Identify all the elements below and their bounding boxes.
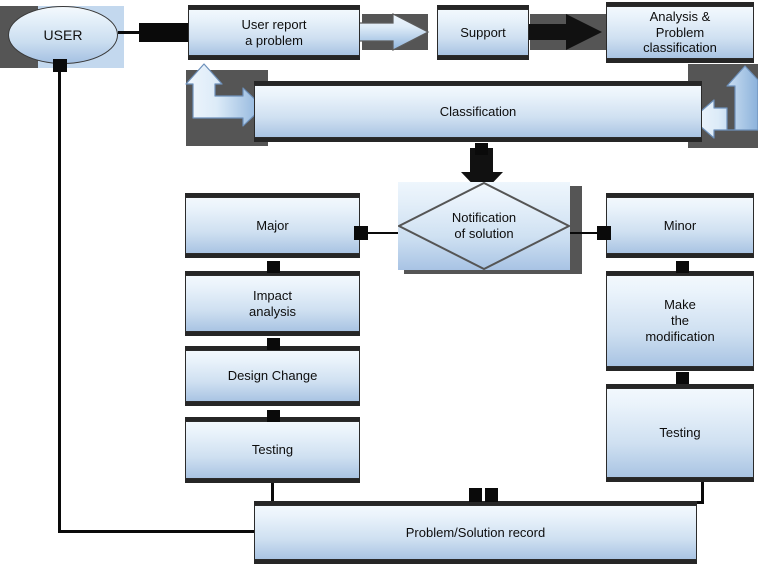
line-testing-right-down bbox=[701, 478, 704, 504]
line-notification-to-major bbox=[358, 232, 408, 234]
line-user-down bbox=[58, 66, 61, 533]
knob-record-input-right bbox=[485, 488, 498, 502]
node-minor-label: Minor bbox=[663, 217, 697, 233]
node-design-change-label: Design Change bbox=[227, 368, 318, 384]
node-design-change[interactable]: Design Change bbox=[185, 346, 360, 406]
knob-record-input-left bbox=[469, 488, 482, 502]
knob-classification-bottom bbox=[475, 143, 488, 155]
knob-major-to-impact bbox=[267, 261, 280, 273]
node-testing-right[interactable]: Testing bbox=[606, 384, 754, 482]
node-analysis[interactable]: Analysis & Problem classification bbox=[606, 2, 754, 63]
line-notification-to-minor bbox=[566, 232, 612, 234]
node-make-modification[interactable]: Make the modification bbox=[606, 271, 754, 371]
node-impact-analysis-label: Impact analysis bbox=[249, 287, 296, 319]
knob-design-to-testing bbox=[267, 410, 280, 422]
user-report-to-support-shadow bbox=[362, 14, 428, 50]
node-user[interactable]: USER bbox=[8, 6, 118, 64]
node-support[interactable]: Support bbox=[437, 5, 529, 60]
node-problem-solution-record[interactable]: Problem/Solution record bbox=[254, 501, 697, 564]
node-minor[interactable]: Minor bbox=[606, 193, 754, 258]
node-make-modification-label: Make the modification bbox=[645, 297, 715, 344]
knob-minor-to-make-modification bbox=[676, 261, 689, 273]
knob-minor-left bbox=[597, 226, 611, 240]
node-testing-right-label: Testing bbox=[659, 425, 701, 441]
knob-impact-to-design bbox=[267, 338, 280, 350]
node-analysis-label: Analysis & Problem classification bbox=[643, 8, 717, 56]
user-report-to-support-arrow-shape bbox=[357, 13, 430, 51]
support-to-analysis-arrow-shape bbox=[526, 14, 602, 50]
support-to-analysis-shadow bbox=[530, 14, 606, 50]
node-classification[interactable]: Classification bbox=[254, 81, 702, 142]
knob-make-modification-to-testing bbox=[676, 372, 689, 384]
node-notification[interactable]: Notification of solution bbox=[398, 182, 570, 270]
node-major-label: Major bbox=[256, 217, 289, 233]
node-user-label: USER bbox=[43, 27, 83, 43]
node-impact-analysis[interactable]: Impact analysis bbox=[185, 271, 360, 336]
node-notification-label: Notification of solution bbox=[451, 209, 517, 241]
node-major[interactable]: Major bbox=[185, 193, 360, 258]
node-testing-left-label: Testing bbox=[251, 442, 294, 458]
node-problem-solution-record-label: Problem/Solution record bbox=[405, 524, 546, 540]
node-testing-left[interactable]: Testing bbox=[185, 417, 360, 483]
knob-user-bottom bbox=[53, 59, 67, 72]
node-user-report-label: User report a problem bbox=[241, 16, 307, 48]
knob-major-right bbox=[354, 226, 368, 240]
knob-user-report-input bbox=[139, 23, 188, 42]
node-user-report[interactable]: User report a problem bbox=[188, 5, 360, 60]
node-support-label: Support bbox=[460, 24, 506, 40]
line-testing-left-down bbox=[271, 480, 274, 504]
node-classification-label: Classification bbox=[439, 103, 517, 119]
line-record-to-user-horizontal bbox=[58, 530, 258, 533]
